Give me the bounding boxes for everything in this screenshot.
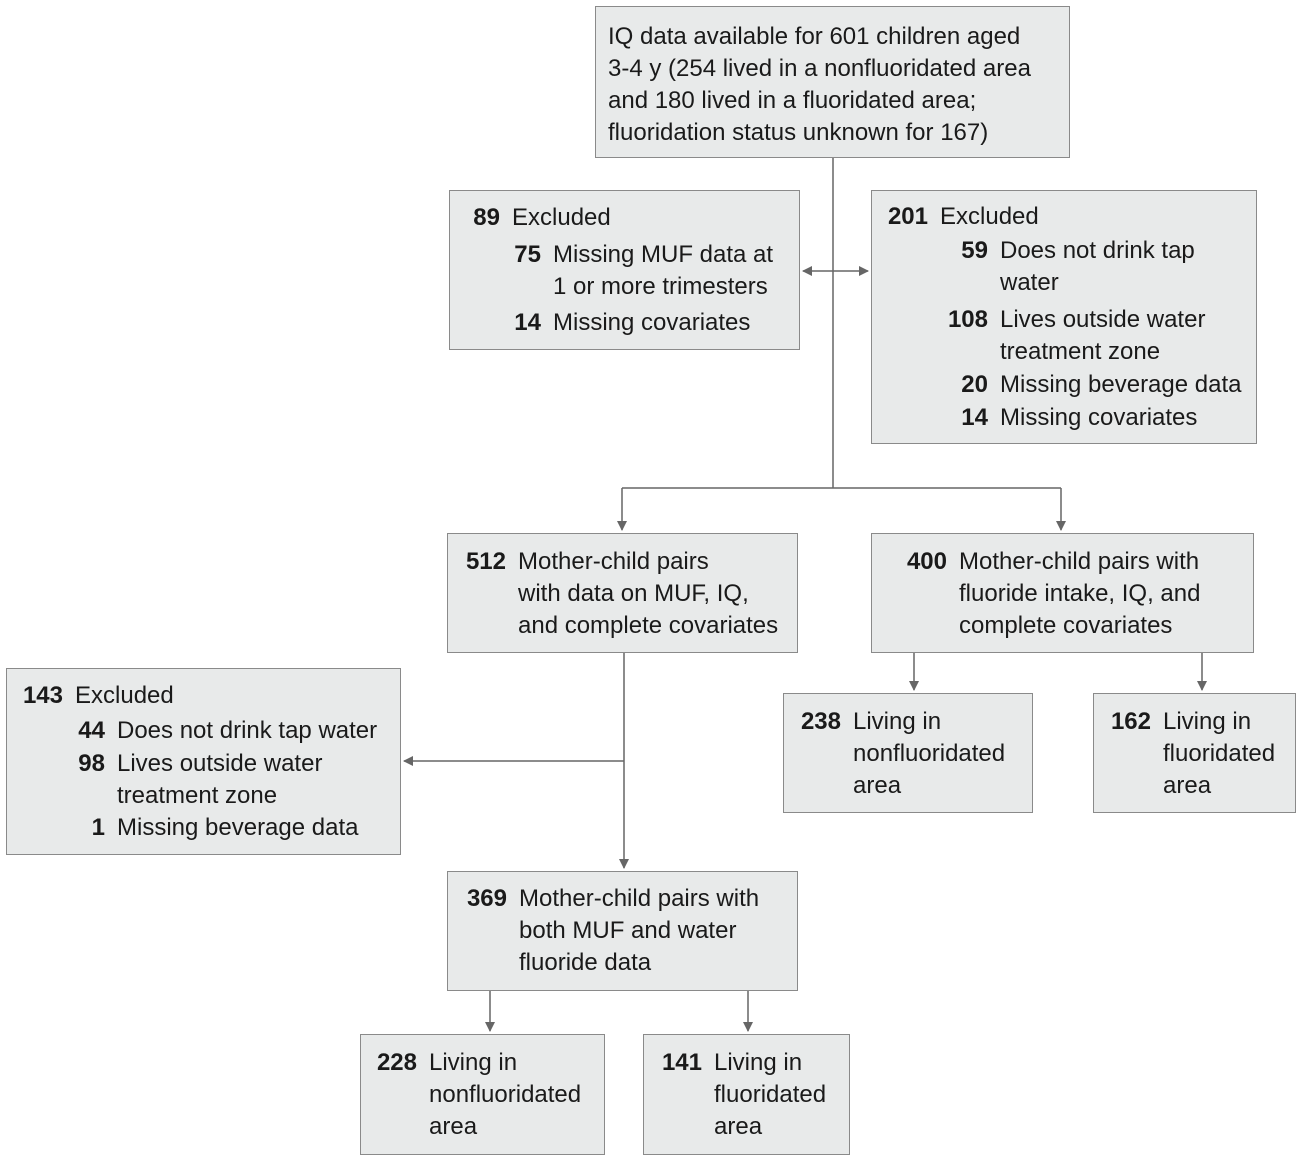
both-fluoridated-box: 141 Living in fluoridated area	[643, 1034, 850, 1155]
iq-data-line: 3-4 y (254 lived in a nonfluoridated are…	[608, 55, 1031, 82]
muf-pairs-label: with data on MUF, IQ,	[518, 580, 749, 607]
excluded-water-label: Excluded	[75, 682, 174, 709]
excluded-muf-label: Excluded	[512, 204, 611, 231]
both-pairs-label: Mother-child pairs with	[519, 885, 760, 912]
muf-pairs-label: Mother-child pairs	[518, 548, 709, 575]
intake-fluoridated-label: fluoridated	[1163, 740, 1276, 767]
excluded-item-label: Missing covariates	[1000, 404, 1198, 431]
excluded-intake-box: 201 Excluded 59 Does not drink tap water…	[871, 190, 1257, 444]
both-nonfluoridated-label: Living in	[429, 1049, 518, 1076]
excluded-item-count: 20	[961, 371, 988, 398]
excluded-item-count: 75	[514, 241, 541, 268]
intake-fluoridated-label: area	[1163, 772, 1212, 799]
intake-fluoridated-label: Living in	[1163, 708, 1252, 735]
excluded-item-label: treatment zone	[117, 782, 278, 809]
intake-nonfluoridated-label: nonfluoridated	[853, 740, 1006, 767]
intake-nonfluoridated-count: 238	[800, 708, 841, 735]
muf-pairs-count: 512	[465, 548, 506, 575]
excluded-item-count: 14	[514, 309, 541, 336]
both-fluoridated-count: 141	[661, 1049, 702, 1076]
excluded-water-count: 143	[22, 682, 63, 709]
excluded-item-label: Missing covariates	[553, 309, 751, 336]
both-pairs-label: both MUF and water	[519, 917, 737, 944]
excluded-item-label: Missing MUF data at	[553, 241, 774, 268]
excluded-item-count: 14	[961, 404, 988, 431]
iq-data-line: and 180 lived in a fluoridated area;	[608, 87, 977, 114]
excluded-item-label: Lives outside water	[1000, 306, 1206, 333]
intake-nonfluoridated-label: Living in	[853, 708, 942, 735]
excluded-intake-label: Excluded	[940, 203, 1039, 230]
excluded-item-count: 44	[78, 717, 105, 744]
excluded-item-label: Missing beverage data	[1000, 371, 1242, 398]
excluded-item-label: 1 or more trimesters	[553, 273, 768, 300]
intake-nonfluoridated-box: 238 Living in nonfluoridated area	[783, 693, 1033, 813]
excluded-item-count: 98	[78, 750, 105, 777]
muf-pairs-box: 512 Mother-child pairs with data on MUF,…	[447, 533, 798, 653]
both-fluoridated-label: Living in	[714, 1049, 803, 1076]
excluded-item-count: 1	[91, 814, 105, 841]
both-pairs-count: 369	[466, 885, 507, 912]
both-fluoridated-label: fluoridated	[714, 1081, 827, 1108]
intake-fluoridated-box: 162 Living in fluoridated area	[1093, 693, 1296, 813]
excluded-item-count: 59	[961, 237, 988, 264]
excluded-item-label: Missing beverage data	[117, 814, 359, 841]
intake-fluoridated-count: 162	[1110, 708, 1151, 735]
excluded-muf-count: 89	[473, 204, 500, 231]
intake-pairs-box: 400 Mother-child pairs with fluoride int…	[871, 533, 1254, 653]
intake-pairs-label: complete covariates	[959, 612, 1173, 639]
both-nonfluoridated-box: 228 Living in nonfluoridated area	[360, 1034, 605, 1155]
both-nonfluoridated-label: nonfluoridated	[429, 1081, 582, 1108]
intake-pairs-count: 400	[906, 548, 947, 575]
excluded-muf-box: 89 Excluded 75 Missing MUF data at 1 or …	[449, 190, 800, 350]
excluded-item-label: Lives outside water	[117, 750, 323, 777]
excluded-intake-count: 201	[887, 203, 928, 230]
intake-pairs-label: Mother-child pairs with	[959, 548, 1200, 575]
both-nonfluoridated-count: 228	[376, 1049, 417, 1076]
excluded-item-count: 108	[947, 306, 988, 333]
both-pairs-label: fluoride data	[519, 949, 652, 976]
excluded-item-label: water	[1000, 269, 1059, 296]
excluded-item-label: Does not drink tap	[1000, 237, 1195, 264]
excluded-item-label: Does not drink tap water	[117, 717, 378, 744]
both-nonfluoridated-label: area	[429, 1113, 478, 1140]
intake-nonfluoridated-label: area	[853, 772, 902, 799]
excluded-water-box: 143 Excluded 44 Does not drink tap water…	[6, 668, 401, 855]
iq-data-line: fluoridation status unknown for 167)	[608, 119, 989, 146]
intake-pairs-label: fluoride intake, IQ, and	[959, 580, 1201, 607]
iq-data-line: IQ data available for 601 children aged	[608, 23, 1021, 50]
iq-data-box: IQ data available for 601 children aged …	[595, 6, 1070, 158]
muf-pairs-label: and complete covariates	[518, 612, 779, 639]
both-pairs-box: 369 Mother-child pairs with both MUF and…	[447, 871, 798, 991]
both-fluoridated-label: area	[714, 1113, 763, 1140]
excluded-item-label: treatment zone	[1000, 338, 1161, 365]
